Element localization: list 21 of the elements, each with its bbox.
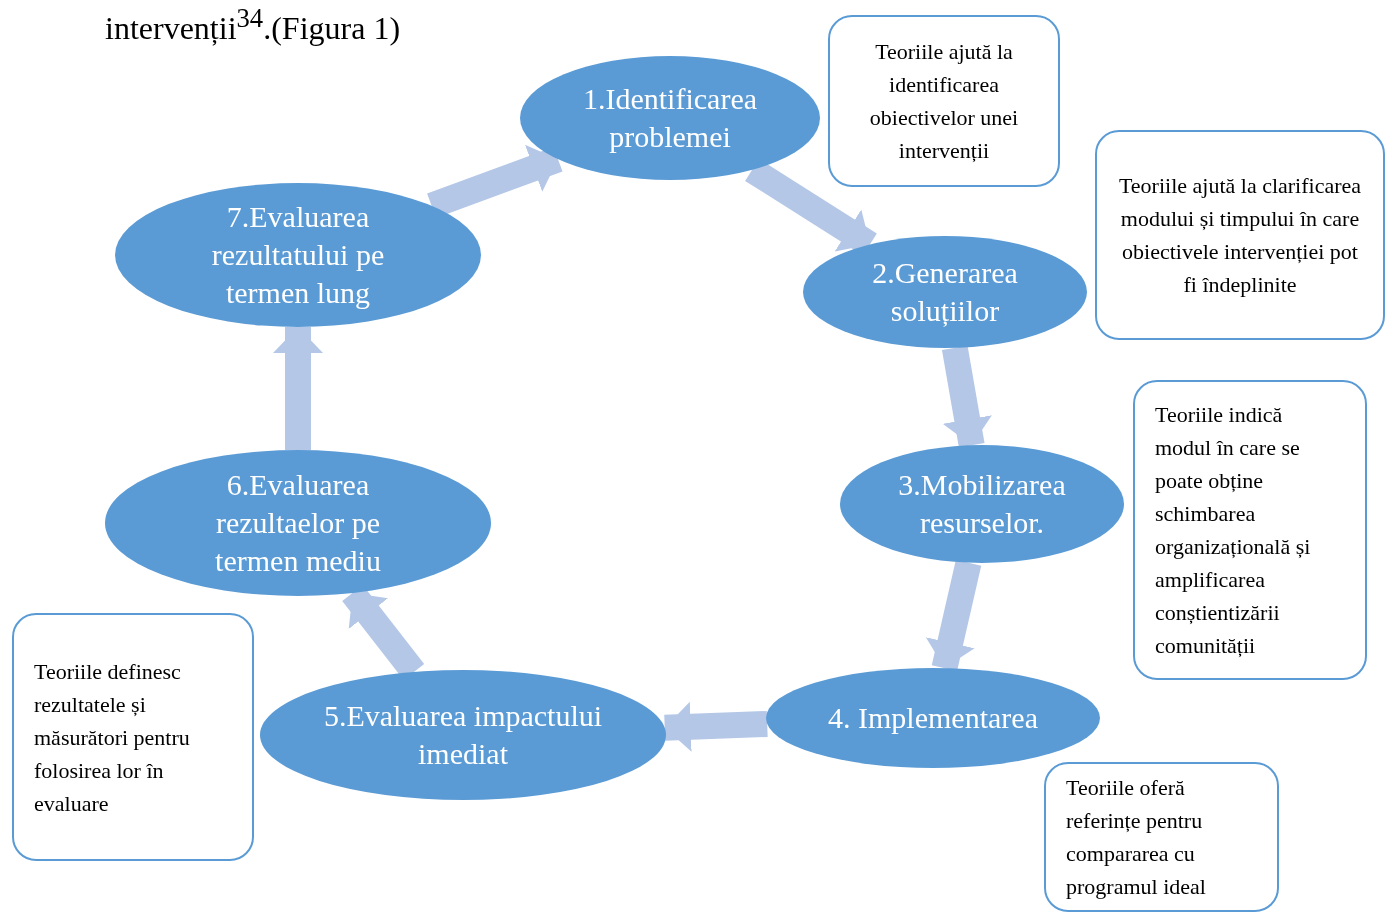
step-label: 1.Identificarea problemei xyxy=(581,81,759,155)
caption-text: intervenții$^{34}$.(Figura 1) xyxy=(105,2,401,48)
step-label: 3.Mobilizarea resurselor. xyxy=(897,467,1067,541)
step-label: 2.Generarea soluțiilor xyxy=(871,255,1019,329)
block-arrow xyxy=(273,327,323,450)
callout-box xyxy=(1044,762,1279,912)
block-arrow xyxy=(941,345,992,448)
callout-text: Teoriile oferă referințe pentru compararea cu programul ideal xyxy=(1066,774,1207,901)
step-label: 5.Evaluarea impactului imediat xyxy=(323,698,603,772)
callout-box xyxy=(12,613,254,861)
callout-box xyxy=(828,15,1060,187)
block-arrow xyxy=(664,701,768,752)
callout-text: Teoriile ajută la clarificarea modului și timpului în care obiectivele intervenției pot fi îndeplinite xyxy=(1117,172,1363,299)
callout-box xyxy=(1095,130,1385,340)
callout-text: Teoriile definesc rezultatele și măsurători pentru folosirea lor în evaluare xyxy=(34,657,191,818)
callout-text: Teoriile indică modul în care se poate obține schimbarea organizațională și amplificarea conștientizării comunității xyxy=(1155,401,1312,660)
step-label: 6.Evaluarea rezultaelor pe termen mediu xyxy=(214,467,382,579)
step-label: 7.Evaluarea rezultatului pe termen lung xyxy=(210,199,386,311)
callout-text: Teoriile ajută la identificarea obiectivelor unei intervenții xyxy=(868,38,1020,165)
step-label: 4. Implementarea xyxy=(827,700,1039,736)
callout-box xyxy=(1133,380,1367,680)
